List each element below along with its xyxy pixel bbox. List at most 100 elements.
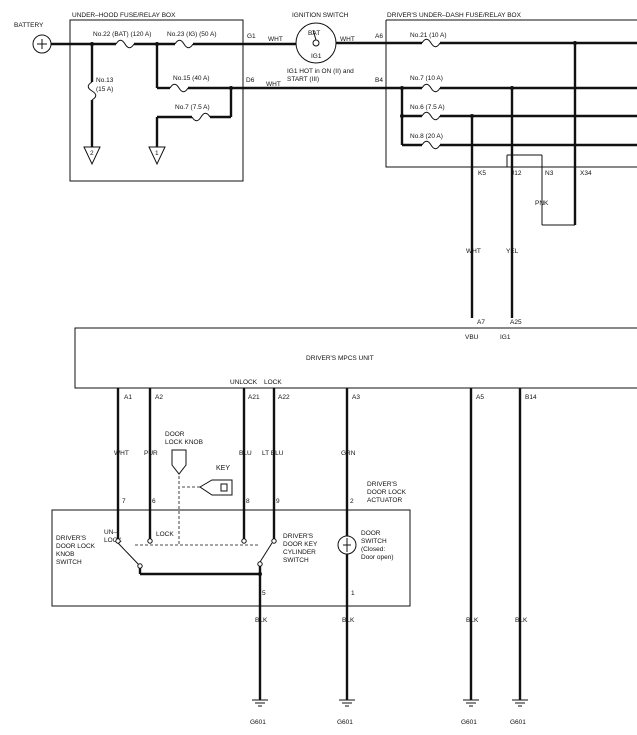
tri-1-label: 1: [155, 150, 159, 157]
mpcs-pin-a7: A7: [477, 319, 485, 326]
key-icon: [199, 479, 233, 496]
key-label: KEY: [216, 465, 230, 472]
ground-g601-1: G601: [250, 719, 266, 726]
door-lock-knob-icon: [171, 449, 187, 475]
ignition-note-2: START (III): [287, 76, 319, 83]
wire-color-blk-b14: BLK: [515, 617, 528, 624]
wire-color-wht-a1: WHT: [114, 450, 129, 457]
knob-switch-blade: [117, 542, 141, 567]
mpcs-pin-a25: A25: [510, 319, 522, 326]
mpcs-pin-a21: A21: [248, 394, 260, 401]
fuse-13-label: No.13: [96, 77, 114, 84]
connector-a6: A6: [375, 33, 383, 40]
mpcs-unit-title: DRIVER'S MPCS UNIT: [306, 355, 374, 362]
cylinder-switch-label-3: CYLINDER: [283, 549, 316, 556]
mpcs-pin-a3: A3: [352, 394, 360, 401]
fuse-7-underhood-label: No.7 (7.5 A): [175, 104, 210, 111]
ignition-switch-title: IGNITION SWITCH: [292, 12, 349, 19]
fuse-7-underdash-label: No.7 (10 A): [410, 75, 443, 82]
actuator-pin-2: 2: [350, 498, 354, 505]
wire-color-wht-k5: WHT: [466, 248, 481, 255]
fuse-21-label: No.21 (10 A): [410, 32, 447, 39]
fuse-22-symbol: [115, 39, 135, 49]
wire-color-blk-5: BLK: [255, 617, 268, 624]
ground-symbol-4: [512, 699, 528, 707]
knob-switch-unlock-1: UN–: [104, 529, 117, 536]
wire-color-lt-blu: LT BLU: [262, 450, 284, 457]
wire-color-wht-g1: WHT: [268, 36, 283, 43]
fuse-21-symbol: [421, 38, 441, 48]
underhood-ground-tri-2: [83, 146, 101, 166]
fuse-13-rating: (15 A): [96, 86, 113, 93]
fuse-13-symbol: [87, 81, 97, 101]
cylinder-switch-label-1: DRIVER'S: [283, 533, 314, 540]
ground-g601-2: G601: [337, 719, 353, 726]
underhood-fuse-box: [69, 19, 244, 182]
mpcs-unit-box: [74, 327, 637, 389]
mpcs-unlock-label: UNLOCK: [230, 379, 258, 386]
connector-k5: K5: [478, 170, 486, 177]
fuse-7-underdash-symbol: [421, 83, 441, 93]
fuse-7-underhood-symbol: [191, 112, 211, 122]
actuator-pin-1: 1: [351, 590, 355, 597]
knob-switch-unlock-2: LOCK: [104, 537, 122, 544]
wire-color-grn: GRN: [341, 450, 356, 457]
cylinder-switch-blade: [259, 542, 273, 563]
door-lock-knob-label-1: DOOR: [165, 431, 185, 438]
ground-g601-3: G601: [461, 719, 477, 726]
ground-symbol-3: [463, 699, 479, 707]
connector-d6: D6: [246, 77, 255, 84]
underhood-box-title: UNDER–HOOD FUSE/RELAY BOX: [72, 12, 176, 19]
battery-label: BATTERY: [14, 22, 44, 29]
fuse-8-label: No.8 (20 A): [410, 133, 443, 140]
actuator-title-1: DRIVER'S: [367, 481, 398, 488]
fuse-23-label: No.23 (IG) (50 A): [167, 31, 217, 38]
ground-g601-4: G601: [510, 719, 526, 726]
tri-2-label: 2: [90, 150, 94, 157]
cylinder-switch-label-4: SWITCH: [283, 557, 309, 564]
wire-color-pur: PUR: [144, 450, 158, 457]
knob-switch-label-2: DOOR LOCK: [56, 543, 96, 550]
wire-color-blk-a5: BLK: [466, 617, 479, 624]
wire-color-wht-d6: WHT: [266, 81, 281, 88]
fuse-6-label: No.6 (7.5 A): [410, 104, 445, 111]
fuse-22-label: No.22 (BAT) (120 A): [93, 31, 151, 38]
mpcs-pin-b14: B14: [525, 394, 537, 401]
mpcs-pin-a2: A2: [155, 394, 163, 401]
connector-n3: N3: [545, 170, 554, 177]
wire-color-pnk: PNK: [535, 200, 549, 207]
knob-switch-label-4: SWITCH: [56, 559, 82, 566]
mpcs-vbu-label: VBU: [465, 334, 479, 341]
actuator-pin-8: 8: [246, 498, 250, 505]
underhood-ground-tri-1: [148, 146, 166, 166]
underdash-box-title: DRIVER'S UNDER–DASH FUSE/RELAY BOX: [387, 12, 522, 19]
ground-symbol-2: [339, 699, 355, 707]
underdash-fuse-box: [385, 19, 637, 168]
connector-j12: J12: [511, 170, 522, 177]
connector-g1: G1: [247, 33, 256, 40]
mpcs-pin-a22: A22: [278, 394, 290, 401]
ignition-note-1: IG1 HOT in ON (II) and: [287, 68, 354, 75]
fuse-15-symbol: [169, 83, 189, 93]
mpcs-pin-a5: A5: [476, 394, 484, 401]
cylinder-switch-label-2: DOOR KEY: [283, 541, 318, 548]
door-switch-label-4: Door open): [361, 554, 394, 561]
mpcs-lock-label: LOCK: [264, 379, 282, 386]
knob-switch-lock: LOCK: [156, 531, 174, 538]
door-switch-label-3: (Closed:: [361, 546, 385, 553]
actuator-title-2: DOOR LOCK: [367, 489, 407, 496]
wire-color-wht-a6: WHT: [340, 36, 355, 43]
ignition-ig1-label: IG1: [311, 53, 322, 60]
actuator-pin-5: 5: [262, 590, 266, 597]
connector-x34: X34: [580, 170, 592, 177]
knob-switch-label-3: KNOB: [56, 551, 74, 558]
fuse-6-symbol: [421, 111, 441, 121]
fuse-8-symbol: [421, 140, 441, 150]
fuse-23-symbol: [174, 39, 194, 49]
wire-color-yel: YEL: [506, 248, 519, 255]
mpcs-ig1-label: IG1: [500, 334, 511, 341]
actuator-pin-6: 6: [152, 498, 156, 505]
door-lock-knob-label-2: LOCK KNOB: [165, 439, 203, 446]
door-switch-label-1: DOOR: [361, 530, 381, 537]
